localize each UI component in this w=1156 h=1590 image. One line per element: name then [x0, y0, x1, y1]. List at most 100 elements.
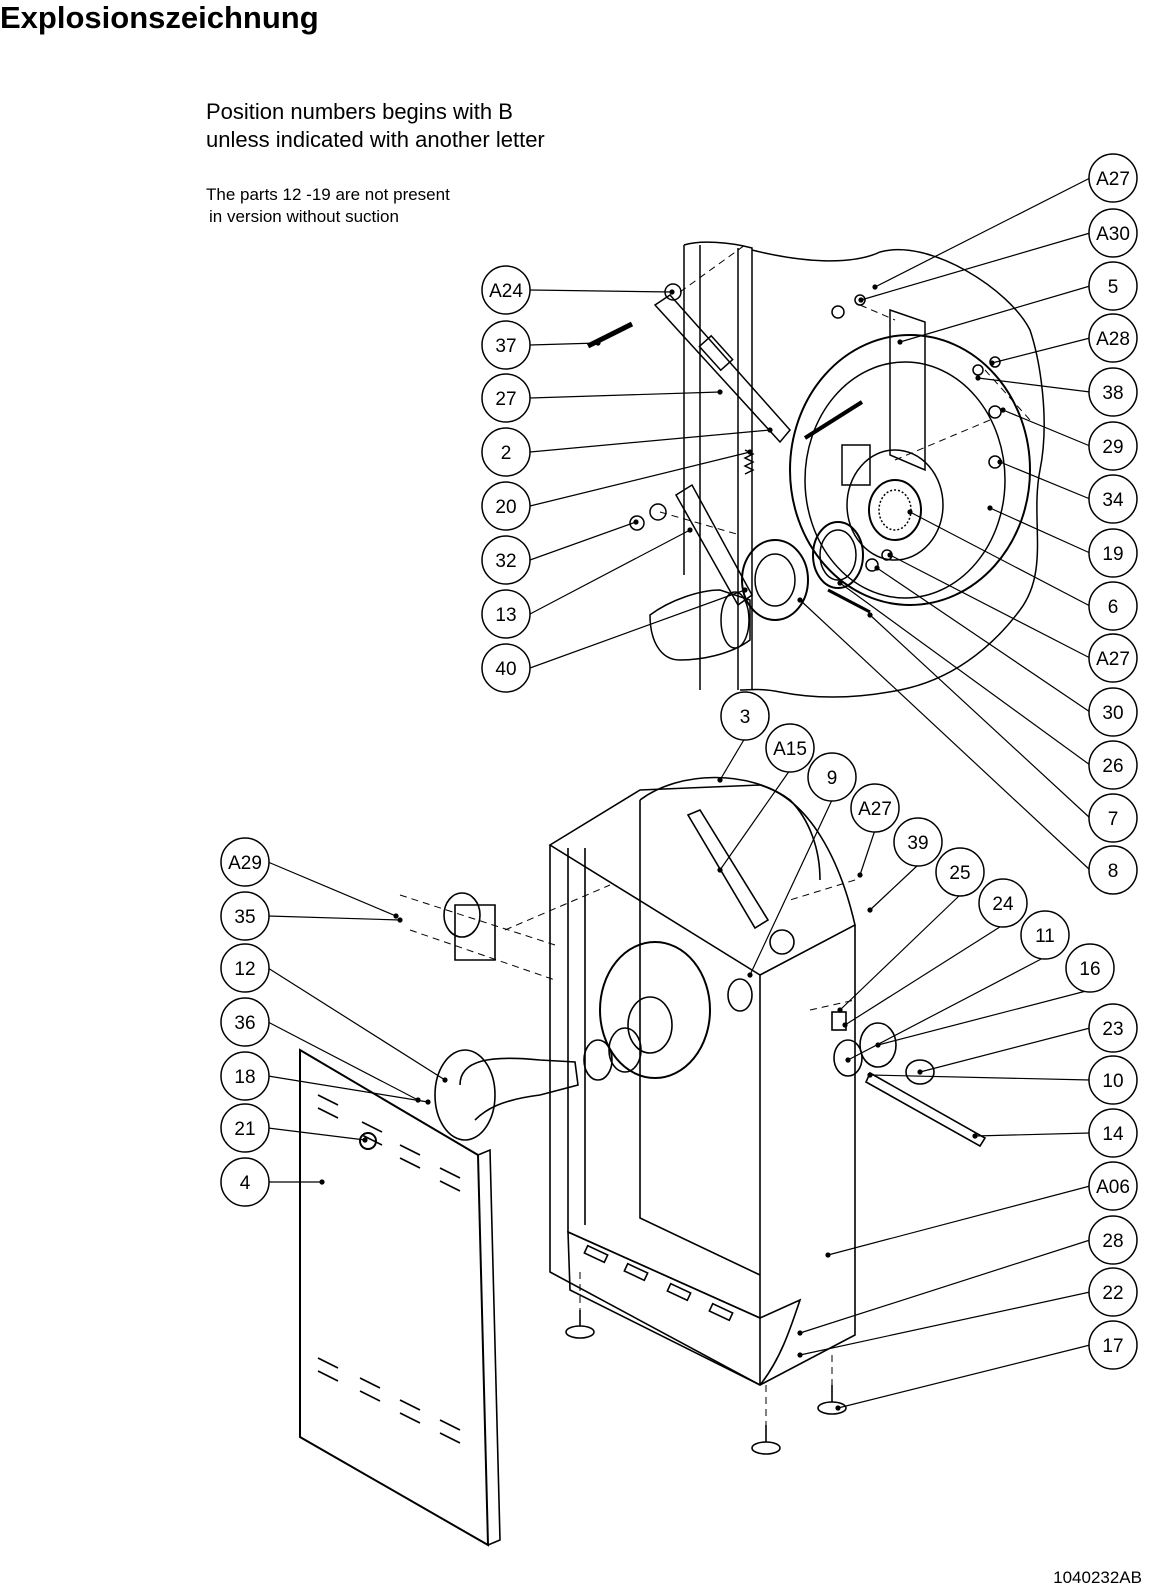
cabinet-bottom-tray: [567, 1230, 802, 1387]
svg-text:3: 3: [740, 707, 751, 728]
rail-slot: [686, 808, 770, 930]
bolt: [803, 400, 864, 440]
side-hole: [769, 929, 795, 955]
gas-spring-body: [698, 334, 734, 372]
svg-text:18: 18: [234, 1067, 255, 1088]
callout-bottom-right-0: 23: [1088, 1003, 1138, 1053]
tension-spring: [743, 449, 755, 475]
svg-text:39: 39: [907, 833, 928, 854]
callout-top-right-12: 7: [1088, 793, 1138, 843]
callout-bottom-left-4: 18: [220, 1051, 270, 1101]
callout-top-right-13: 8: [1088, 845, 1138, 895]
position-note-line-2: unless indicated with another letter: [206, 127, 545, 152]
callout-top-row-3: A27: [850, 783, 900, 833]
svg-text:A06: A06: [1096, 1177, 1130, 1198]
tube-end: [720, 591, 750, 649]
nut: [865, 558, 879, 572]
svg-text:19: 19: [1102, 544, 1123, 565]
sprocket: [741, 539, 809, 621]
callout-top-row-5: 25: [935, 847, 985, 897]
svg-text:30: 30: [1102, 703, 1123, 724]
svg-text:17: 17: [1102, 1336, 1123, 1357]
svg-text:28: 28: [1102, 1231, 1123, 1252]
page-title: Explosionszeichnung: [0, 0, 319, 35]
gas-spring: [653, 294, 791, 444]
callout-bottom-right-1: 10: [1088, 1055, 1138, 1105]
callout-top-right-2: 5: [1088, 261, 1138, 311]
callout-bottom-left-0: A29: [220, 837, 270, 887]
svg-text:13: 13: [495, 605, 516, 626]
front-panel: [299, 1048, 490, 1547]
callout-top-left-7: 40: [481, 643, 531, 693]
svg-text:5: 5: [1108, 277, 1119, 298]
gasket-ring-inner: [819, 529, 857, 581]
svg-text:27: 27: [495, 389, 516, 410]
coupling: [727, 978, 753, 1012]
callout-bottom-left-6: 4: [220, 1157, 270, 1207]
callout-top-right-10: 30: [1088, 687, 1138, 737]
document-number: 1040232AB: [1053, 1568, 1142, 1587]
fan-hub-thread: [878, 489, 912, 531]
cabinet-front-edge: [549, 845, 856, 1386]
callout-top-right-7: 19: [1088, 528, 1138, 578]
assembly-line: [659, 511, 741, 536]
callout-top-right-3: A28: [1088, 313, 1138, 363]
bolt: [586, 321, 634, 349]
fan-hub-main: [627, 996, 673, 1054]
suction-tube: [649, 589, 751, 661]
svg-text:29: 29: [1102, 437, 1123, 458]
assembly-line: [679, 244, 746, 293]
bolt: [827, 588, 871, 614]
washer: [831, 305, 845, 319]
housing-dome: [639, 776, 821, 881]
callout-top-right-9: A27: [1088, 633, 1138, 683]
callout-top-row-6: 24: [978, 878, 1028, 928]
motor-flange: [454, 904, 496, 961]
switch-knob: [905, 1059, 935, 1085]
assembly-line: [859, 304, 896, 321]
svg-text:37: 37: [495, 336, 516, 357]
nut: [988, 405, 1002, 419]
position-note-line-1: Position numbers begins with B: [206, 99, 513, 124]
fan-housing-main: [599, 941, 711, 1079]
svg-text:8: 8: [1108, 861, 1119, 882]
suction-note-line-1: The parts 12 -19 are not present: [206, 185, 450, 204]
callout-bottom-left-5: 21: [220, 1103, 270, 1153]
svg-text:20: 20: [495, 497, 516, 518]
callout-bottom-right-4: 28: [1088, 1215, 1138, 1265]
door-knob: [359, 1132, 377, 1150]
svg-text:7: 7: [1108, 809, 1119, 830]
callout-bubbles: A24 37 27 2 20 32 13 40 A27 A30 5 A28 38…: [220, 153, 1138, 1370]
svg-text:23: 23: [1102, 1019, 1123, 1040]
fan-housing-face: [804, 361, 1006, 599]
callout-top-right-0: A27: [1088, 153, 1138, 203]
lever-arm: [674, 483, 753, 607]
nut: [649, 503, 667, 521]
svg-text:32: 32: [495, 551, 516, 572]
fan-housing-rim: [789, 334, 1031, 606]
callout-top-row-7: 11: [1020, 910, 1070, 960]
svg-text:10: 10: [1102, 1071, 1123, 1092]
svg-text:21: 21: [234, 1119, 255, 1140]
top-detail-view: [586, 241, 1045, 698]
svg-text:A28: A28: [1096, 329, 1130, 350]
tray-slots: [583, 1244, 734, 1322]
suction-elbow: [459, 1057, 579, 1121]
callout-top-right-6: 34: [1088, 474, 1138, 524]
callout-bottom-right-5: 22: [1088, 1267, 1138, 1317]
gasket-ring: [812, 521, 864, 589]
suction-note-line-2: in version without suction: [209, 207, 399, 226]
svg-text:A30: A30: [1096, 224, 1130, 245]
leveling-feet: [565, 1310, 847, 1455]
svg-text:35: 35: [234, 907, 255, 928]
callout-top-left-6: 13: [481, 589, 531, 639]
svg-text:38: 38: [1102, 383, 1123, 404]
callout-bottom-right-3: A06: [1088, 1161, 1138, 1211]
panel-vents: [317, 1094, 461, 1444]
motor-body: [443, 892, 481, 938]
callout-bottom-right-6: 17: [1088, 1320, 1138, 1370]
callout-top-left-1: 37: [481, 320, 531, 370]
assembly-line: [504, 884, 611, 931]
svg-text:11: 11: [1035, 926, 1055, 947]
